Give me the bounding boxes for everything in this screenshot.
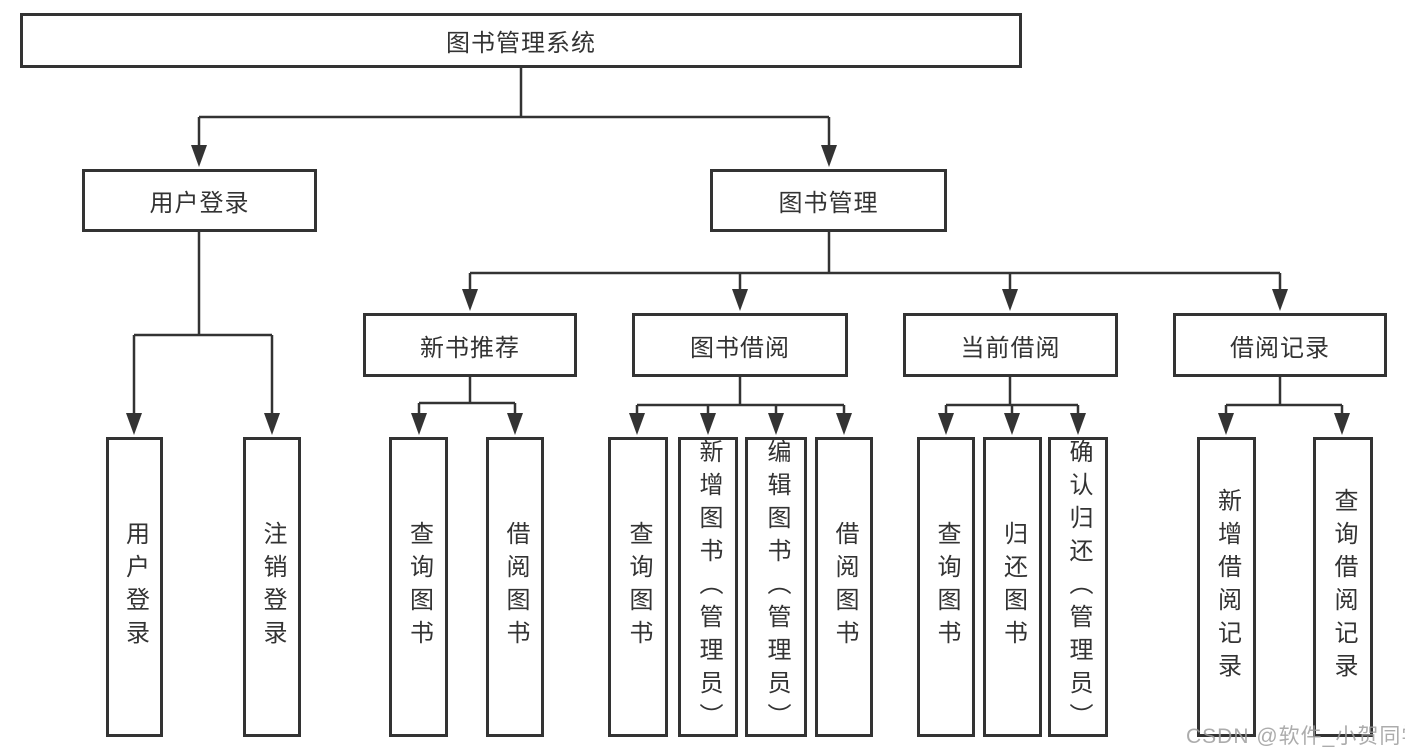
leaf-edit-books-admin: 编辑图书（管理员） bbox=[745, 437, 807, 737]
node-book-management: 图书管理 bbox=[710, 169, 947, 232]
leaf-query-books-bb: 查询图书 bbox=[608, 437, 668, 737]
leaf-query-books-nb: 查询图书 bbox=[389, 437, 448, 737]
leaf-label: 查询图书 bbox=[405, 521, 433, 653]
leaf-return-books: 归还图书 bbox=[983, 437, 1042, 737]
leaf-label: 用户登录 bbox=[121, 521, 149, 653]
node-label: 新书推荐 bbox=[420, 334, 520, 362]
leaf-label: 查询借阅记录 bbox=[1330, 488, 1357, 686]
node-label: 用户登录 bbox=[149, 190, 250, 217]
node-label: 当前借阅 bbox=[960, 334, 1061, 362]
leaf-label: 新增借阅记录 bbox=[1213, 488, 1241, 686]
leaf-label: 查询图书 bbox=[933, 521, 960, 653]
leaf-label: 借阅图书 bbox=[502, 521, 529, 653]
leaf-label: 编辑图书（管理员） bbox=[763, 438, 790, 736]
leaf-confirm-return-admin: 确认归还（管理员） bbox=[1048, 437, 1108, 737]
node-label: 图书借阅 bbox=[690, 334, 790, 362]
leaf-add-borrow-record: 新增借阅记录 bbox=[1197, 437, 1256, 737]
leaf-borrow-books-bb: 借阅图书 bbox=[815, 437, 873, 737]
leaf-borrow-books-nb: 借阅图书 bbox=[486, 437, 544, 737]
csdn-watermark: CSDN @软件_小贺同学 bbox=[1186, 725, 1405, 747]
leaf-query-borrow-record: 查询借阅记录 bbox=[1313, 437, 1373, 737]
leaf-add-books-admin: 新增图书（管理员） bbox=[678, 437, 738, 737]
leaf-label: 注销登录 bbox=[259, 521, 286, 653]
leaf-label: 借阅图书 bbox=[831, 521, 858, 653]
leaf-label: 确认归还（管理员） bbox=[1065, 438, 1092, 736]
leaf-logout: 注销登录 bbox=[243, 437, 301, 737]
node-user-login: 用户登录 bbox=[82, 169, 317, 232]
leaf-query-books-cb: 查询图书 bbox=[917, 437, 975, 737]
leaf-label: 新增图书（管理员） bbox=[695, 438, 722, 736]
leaf-label: 归还图书 bbox=[999, 521, 1027, 653]
node-label: 图书管理系统 bbox=[446, 30, 596, 57]
node-label: 借阅记录 bbox=[1230, 334, 1330, 362]
node-system-root: 图书管理系统 bbox=[20, 13, 1022, 68]
node-new-book-recommend: 新书推荐 bbox=[363, 313, 577, 377]
leaf-user-login: 用户登录 bbox=[106, 437, 163, 737]
node-book-borrowing: 图书借阅 bbox=[632, 313, 848, 377]
node-borrowing-records: 借阅记录 bbox=[1173, 313, 1387, 377]
node-label: 图书管理 bbox=[778, 190, 879, 217]
node-current-borrowing: 当前借阅 bbox=[903, 313, 1118, 377]
leaf-label: 查询图书 bbox=[625, 521, 652, 653]
